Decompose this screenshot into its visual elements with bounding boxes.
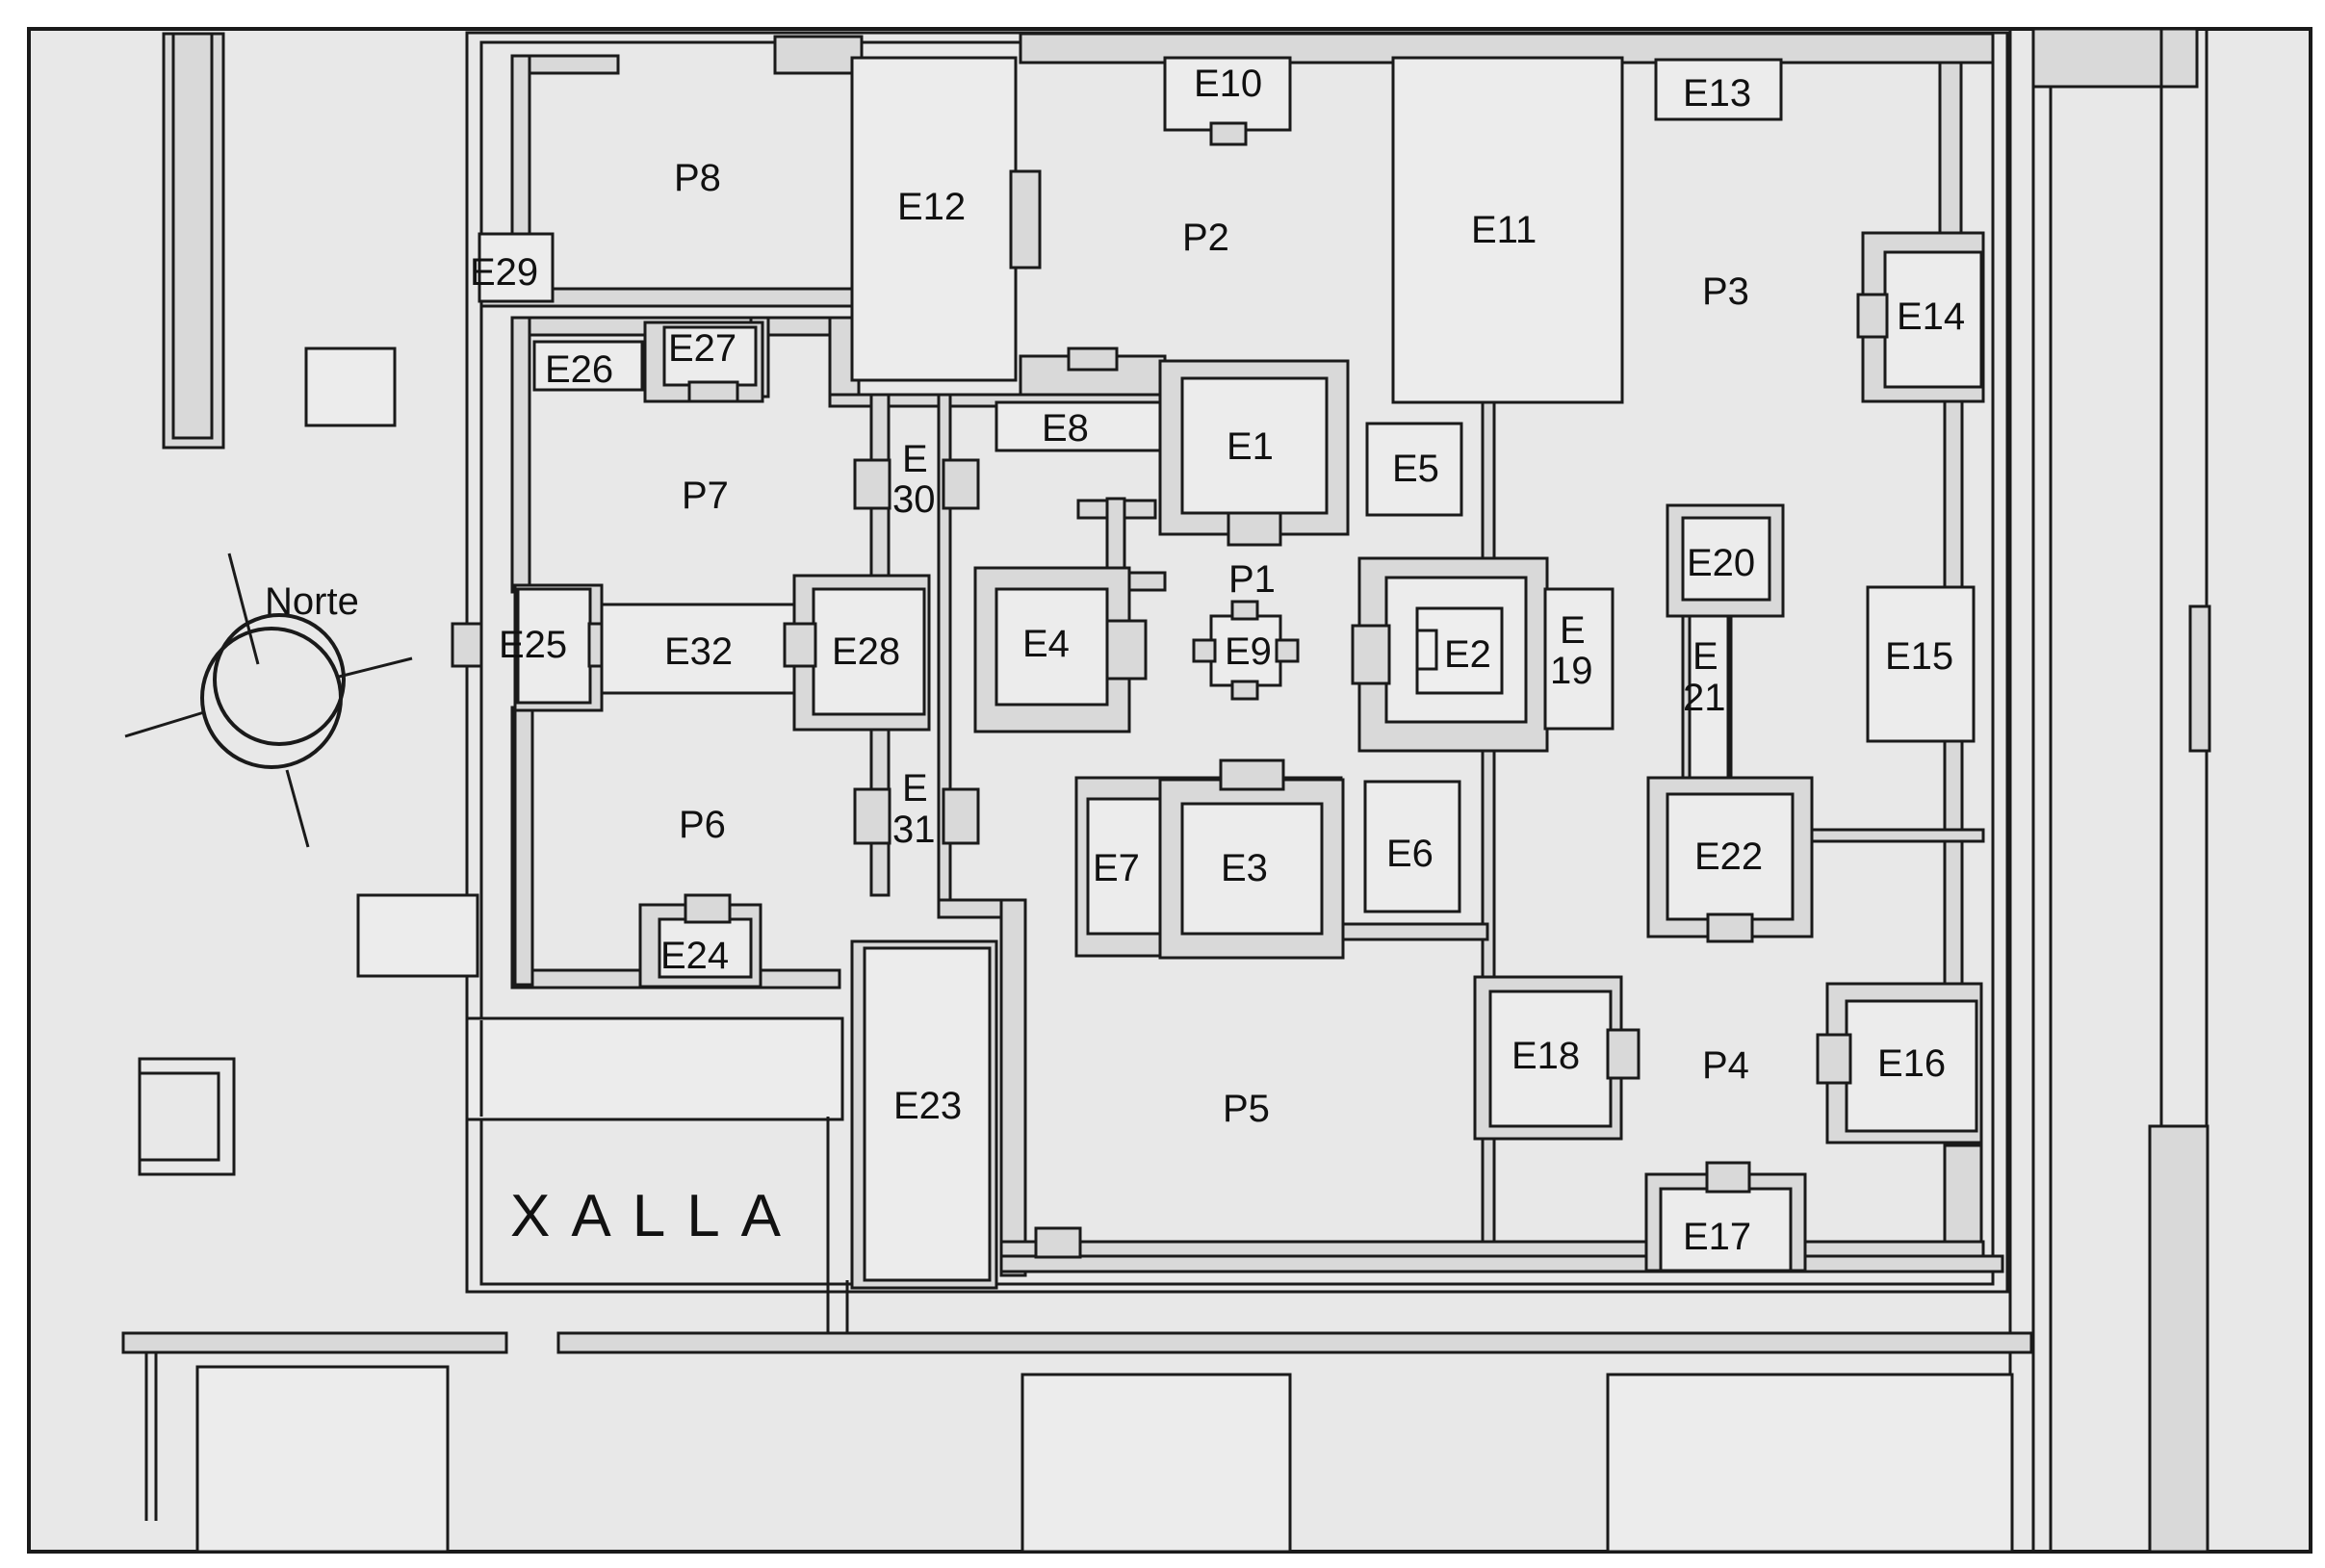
label-E19-bottom: 19 <box>1550 650 1593 692</box>
structure-E29[interactable] <box>478 232 555 303</box>
structure-E28[interactable] <box>812 587 926 716</box>
structure-E14[interactable] <box>1883 250 1983 389</box>
label-E26: E26 <box>545 348 613 391</box>
structure-E12[interactable] <box>850 56 1018 382</box>
structure-E26[interactable] <box>532 340 644 392</box>
label-E7: E7 <box>1093 847 1140 889</box>
label-E20: E20 <box>1687 542 1755 584</box>
label-P1: P1 <box>1228 558 1276 601</box>
label-E5: E5 <box>1392 448 1439 490</box>
structure-E23[interactable] <box>863 946 992 1282</box>
label-E32: E32 <box>664 630 733 673</box>
label-E30-bottom: 30 <box>892 478 936 521</box>
structure-E8[interactable] <box>995 400 1164 452</box>
structure-E19[interactable] <box>1543 587 1615 731</box>
label-E13: E13 <box>1683 72 1751 115</box>
structure-E5[interactable] <box>1365 422 1463 517</box>
label-P4: P4 <box>1702 1044 1749 1087</box>
label-E23: E23 <box>893 1085 962 1127</box>
label-P8: P8 <box>674 157 721 199</box>
structure-E32[interactable] <box>600 603 796 695</box>
label-E16: E16 <box>1877 1042 1946 1085</box>
structure-E7[interactable] <box>1086 797 1162 936</box>
map-title: XALLA <box>510 1183 802 1249</box>
label-E21-top: E <box>1692 635 1718 678</box>
structure-E6[interactable] <box>1363 780 1461 913</box>
label-E19-top: E <box>1560 609 1586 652</box>
label-E14: E14 <box>1897 296 1965 338</box>
label-E22: E22 <box>1694 835 1763 878</box>
label-E25: E25 <box>499 624 567 666</box>
label-E31-top: E <box>902 767 928 810</box>
label-E8: E8 <box>1042 407 1089 450</box>
label-E9: E9 <box>1225 630 1272 673</box>
structure-E18[interactable] <box>1488 990 1613 1128</box>
label-E29: E29 <box>470 251 538 294</box>
label-E4: E4 <box>1022 623 1070 665</box>
structure-E10[interactable] <box>1163 56 1292 132</box>
label-E2: E2 <box>1444 633 1491 676</box>
label-P2: P2 <box>1182 217 1229 259</box>
structure-E11[interactable] <box>1391 56 1624 404</box>
bottom-structures <box>121 1117 2033 1554</box>
structure-E4[interactable] <box>995 587 1109 707</box>
structure-E25[interactable] <box>516 587 592 705</box>
label-E28: E28 <box>832 630 900 673</box>
label-E21-bottom: 21 <box>1683 677 1726 719</box>
map-labels: XALLA P8 P2 P3 P7 P1 P6 P5 P4 E10 E13 E1… <box>470 63 1965 1258</box>
structure-E17[interactable] <box>1659 1187 1793 1272</box>
label-E15: E15 <box>1885 635 1953 678</box>
north-compass[interactable]: Norte <box>124 553 413 848</box>
structure-E15[interactable] <box>1866 585 1976 743</box>
label-P3: P3 <box>1702 270 1749 313</box>
north-label: Norte <box>265 580 359 623</box>
structure-E21[interactable] <box>1688 614 1730 791</box>
label-E1: E1 <box>1227 425 1274 468</box>
structure-E20[interactable] <box>1681 516 1771 602</box>
structure-E13[interactable] <box>1654 58 1783 121</box>
label-E6: E6 <box>1386 833 1434 875</box>
label-P7: P7 <box>682 475 729 517</box>
label-E27: E27 <box>668 327 736 370</box>
label-E11: E11 <box>1471 209 1537 251</box>
label-P6: P6 <box>679 804 726 846</box>
label-E30-top: E <box>902 438 928 480</box>
label-E3: E3 <box>1221 847 1268 889</box>
label-P5: P5 <box>1223 1088 1270 1130</box>
structure-E3[interactable] <box>1180 802 1324 936</box>
label-E17: E17 <box>1683 1216 1751 1258</box>
label-E12: E12 <box>897 186 966 228</box>
label-E31-bottom: 31 <box>892 809 936 851</box>
left-features <box>138 32 844 1176</box>
label-E18: E18 <box>1511 1035 1580 1077</box>
structure-E1[interactable] <box>1180 376 1329 515</box>
structures <box>451 56 1985 1290</box>
label-E24: E24 <box>660 935 729 977</box>
label-E10: E10 <box>1194 63 1262 105</box>
